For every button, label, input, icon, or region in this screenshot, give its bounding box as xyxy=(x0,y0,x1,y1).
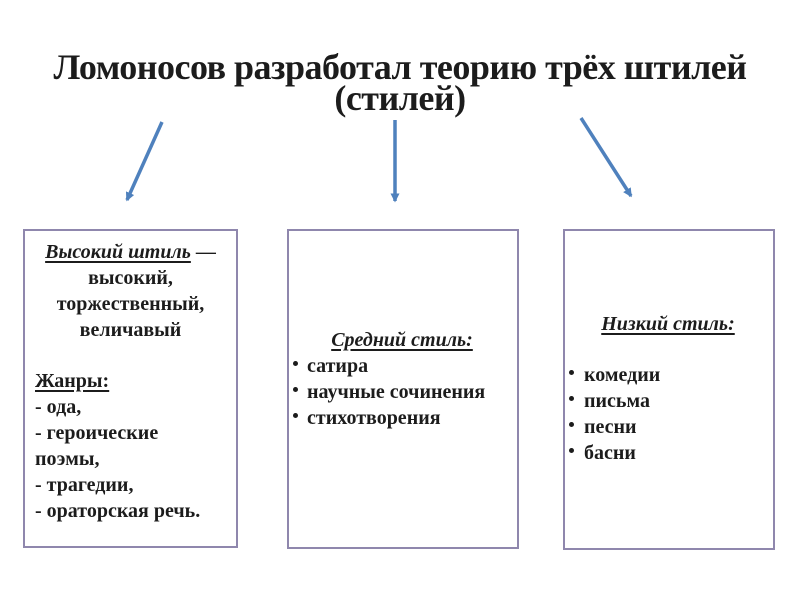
genre-item: - ода, xyxy=(35,396,82,418)
list-item-label: комедии xyxy=(584,364,661,386)
list-item: письма xyxy=(569,388,767,414)
bullet-dot-icon xyxy=(293,413,298,418)
high-style-quality: величавый xyxy=(79,319,182,341)
bullet-dot-icon xyxy=(293,387,298,392)
list-item-label: басни xyxy=(584,442,636,464)
low-style-heading-text: Низкий стиль: xyxy=(601,313,735,335)
middle-style-list: сатира научные сочинения стихотворения xyxy=(293,353,511,431)
high-style-genres: Жанры: - ода, - героические поэмы, - тра… xyxy=(35,368,226,524)
arrow-down-right-icon xyxy=(579,117,633,198)
list-item-label: письма xyxy=(584,390,650,412)
low-style-box: Низкий стиль: комедии письма песни басни xyxy=(563,229,775,550)
list-item: комедии xyxy=(569,362,767,388)
high-style-heading-text: Высокий штиль xyxy=(45,241,191,263)
list-item-label: научные сочинения xyxy=(307,381,486,403)
list-item: сатира xyxy=(293,353,511,379)
title-line-2: (стилей) xyxy=(334,78,466,118)
bullet-dot-icon xyxy=(569,396,574,401)
bullet-dot-icon xyxy=(293,361,298,366)
list-item: песни xyxy=(569,414,767,440)
list-item: басни xyxy=(569,440,767,466)
list-item-label: стихотворения xyxy=(307,407,441,429)
low-style-heading: Низкий стиль: xyxy=(569,311,767,337)
bullet-dot-icon xyxy=(569,370,574,375)
genre-item: - трагедии, xyxy=(35,474,134,496)
bullet-dot-icon xyxy=(569,422,574,427)
title-line-1: Ломоносов разработал теорию трёх штилей xyxy=(53,47,747,87)
high-style-quality: высокий, xyxy=(88,267,173,289)
middle-style-heading-text: Средний стиль: xyxy=(331,329,473,351)
high-style-heading: Высокий штиль — xyxy=(35,239,226,265)
genre-item: - героические поэмы, xyxy=(35,422,159,470)
genre-item: - ораторская речь. xyxy=(35,500,201,522)
list-item: научные сочинения xyxy=(293,379,511,405)
middle-style-heading: Средний стиль: xyxy=(293,327,511,353)
high-style-heading-dash: — xyxy=(190,241,216,263)
high-style-box: Высокий штиль — высокий, торжественный, … xyxy=(23,229,238,548)
list-item-label: песни xyxy=(584,416,637,438)
high-style-definition: Высокий штиль — высокий, торжественный, … xyxy=(35,239,226,343)
bullet-dot-icon xyxy=(569,448,574,453)
list-item: стихотворения xyxy=(293,405,511,431)
slide-title: Ломоносов разработал теорию трёх штилей(… xyxy=(0,49,800,116)
middle-style-box: Средний стиль: сатира научные сочинения … xyxy=(287,229,519,549)
low-style-list: комедии письма песни басни xyxy=(569,362,767,466)
high-style-quality: торжественный, xyxy=(56,293,205,315)
list-item-label: сатира xyxy=(307,355,369,377)
arrow-down-left-icon xyxy=(125,121,164,202)
genres-label: Жанры: xyxy=(35,370,110,392)
